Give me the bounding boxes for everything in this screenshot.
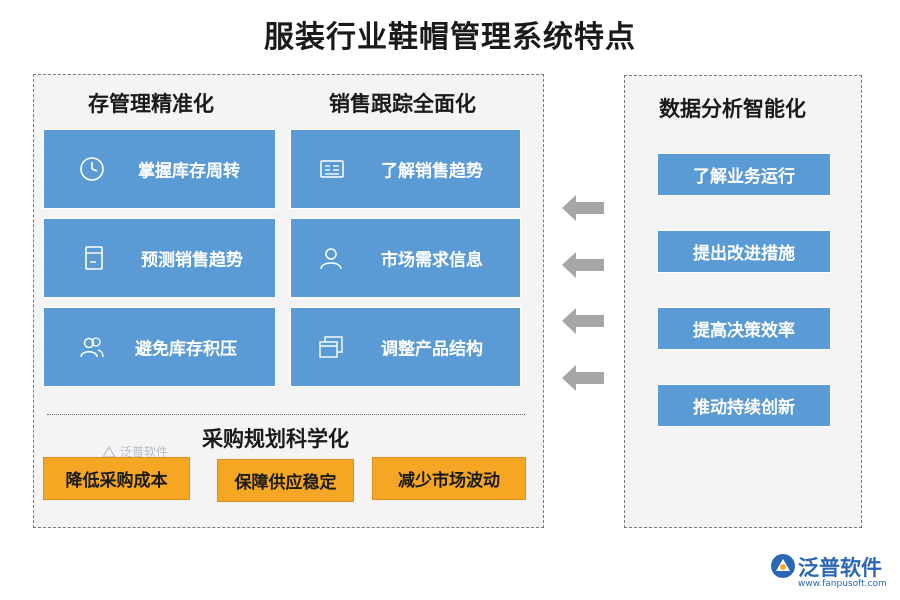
brand-mark-icon [771, 554, 795, 578]
document-icon [85, 246, 103, 270]
users-icon [80, 337, 104, 358]
arrow-left-icon [562, 365, 604, 391]
analytics-item-innovation: 推动持续创新 [657, 384, 831, 427]
page-title: 服装行业鞋帽管理系统特点 [264, 20, 636, 55]
analytics-section-title: 数据分析智能化 [659, 96, 806, 121]
procurement-item-supply: 保障供应稳定 [217, 459, 354, 502]
procurement-item-cost: 降低采购成本 [43, 457, 190, 500]
chart-board-icon [320, 160, 344, 178]
analytics-item-operations: 了解业务运行 [657, 153, 831, 196]
watermark: 泛普软件 [101, 443, 168, 460]
inventory-item-avoid-backlog: 避免库存积压 [43, 307, 276, 387]
brand-url: www.fanpusoft.com [798, 579, 887, 589]
procurement-section-title: 采购规划科学化 [202, 426, 349, 451]
clock-icon [80, 157, 104, 181]
section-divider [47, 414, 525, 415]
sales-item-trend: 了解销售趋势 [290, 129, 521, 209]
brand-name: 泛普软件 [798, 556, 882, 580]
brand-logo: 泛普软件 www.fanpusoft.com [770, 552, 895, 596]
sales-item-label: 调整产品结构 [381, 339, 483, 360]
procurement-item-volatility: 减少市场波动 [372, 457, 526, 500]
sales-item-label: 了解销售趋势 [381, 161, 483, 182]
inventory-section-title: 存管理精准化 [88, 91, 214, 116]
arrow-left-icon [562, 252, 604, 278]
sales-item-demand: 市场需求信息 [290, 218, 521, 298]
sales-section-title: 销售跟踪全面化 [329, 91, 476, 116]
inventory-item-turnover: 掌握库存周转 [43, 129, 276, 209]
user-icon [320, 248, 342, 270]
arrow-left-icon [562, 308, 604, 334]
windows-icon [319, 336, 343, 358]
right-panel [624, 75, 862, 528]
sales-item-label: 市场需求信息 [381, 250, 483, 271]
inventory-item-label: 预测销售趋势 [141, 250, 243, 271]
inventory-item-label: 避免库存积压 [135, 339, 237, 360]
inventory-item-forecast: 预测销售趋势 [43, 218, 276, 298]
watermark-logo-icon [101, 445, 117, 458]
inventory-item-label: 掌握库存周转 [138, 161, 240, 182]
sales-item-structure: 调整产品结构 [290, 307, 521, 387]
arrow-left-icon [562, 195, 604, 221]
analytics-item-efficiency: 提高决策效率 [657, 307, 831, 350]
analytics-item-improvements: 提出改进措施 [657, 230, 831, 273]
